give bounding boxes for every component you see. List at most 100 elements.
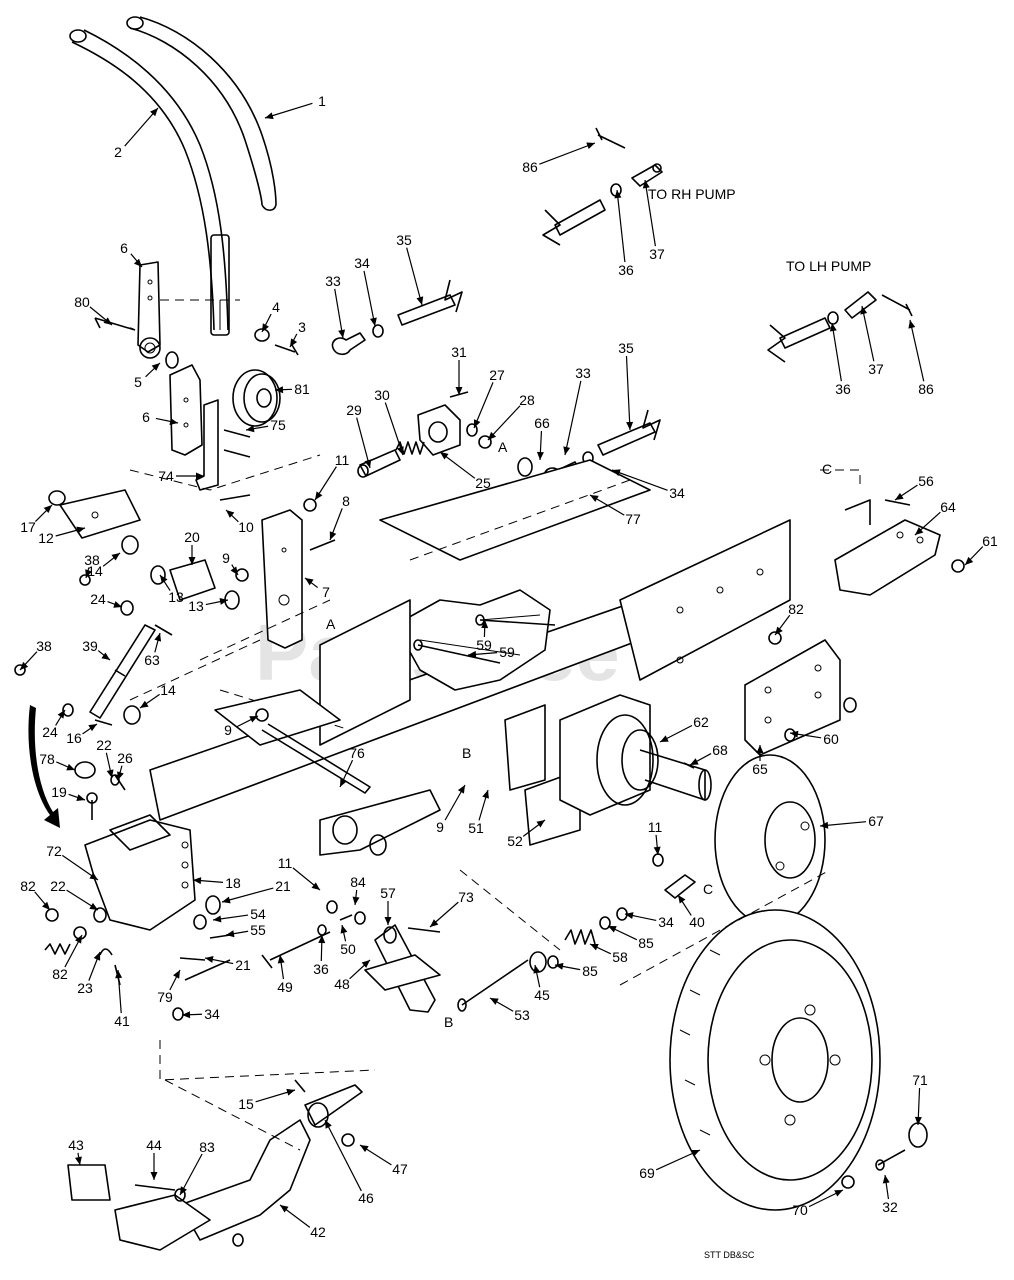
rod-to-lh-pump [767,317,831,363]
pivot-46 [304,1084,363,1128]
callout-number: 35 [618,340,634,356]
callout-61: 61 [964,533,998,566]
callout-24: 24 [90,591,123,608]
callout-7: 7 [304,577,330,600]
callout-84: 84 [350,874,366,906]
callout-number: 23 [77,980,93,996]
spring-lever [44,943,71,955]
leader-arrowhead [329,531,337,540]
callout-number: 22 [96,737,112,753]
leader-arrowhead [150,108,158,117]
callout-number: 56 [918,473,934,489]
bushing-54 [193,914,207,930]
bolt-44 [134,1184,176,1191]
callout-number: 21 [275,878,291,894]
bolt-55 [209,934,231,939]
pedal-pad-43 [67,1164,111,1201]
callout-42: 42 [279,1204,326,1240]
callout-46: 46 [324,1119,374,1206]
leader-arrowhead [536,820,545,828]
callout-number: 85 [582,963,598,979]
callout-number: 5 [134,374,142,390]
bolt-10 [219,494,251,501]
callout-77: 77 [589,494,641,527]
plate-6-lower [169,364,203,456]
leader-arrowhead [42,901,50,910]
leader-line [221,887,274,903]
callout-34: 34 [624,912,674,930]
callout-59: 59 [467,644,515,660]
leader-arrowhead [117,771,124,780]
leader-arrowhead [76,794,85,801]
callout-53: 53 [489,997,530,1023]
callout-number: 34 [669,485,685,501]
spring-58 [564,929,596,945]
leader-line [616,189,626,263]
leader-line [611,469,668,491]
bracket-25 [417,404,461,456]
callout-number: 60 [823,731,839,747]
callout-number: 64 [940,499,956,515]
callout-number: 10 [238,519,254,535]
leader-arrowhead [106,769,114,778]
callout-22: 22 [96,737,114,779]
bracket-12 [59,489,141,539]
callout-number: 81 [294,381,310,397]
callout-number: 31 [451,344,467,360]
callout-78: 78 [39,751,76,771]
leader-arrowhead [340,925,348,934]
callout-number: 41 [114,1013,130,1029]
leader-arrowhead [101,652,110,660]
callout-number: 9 [222,550,230,566]
bolt-59a [475,614,556,626]
callout-40: 40 [677,894,705,930]
callout-number: 11 [648,819,663,835]
rod-end-33a [331,332,366,356]
bolt-86b [881,294,913,317]
nut-83a [174,1188,186,1202]
leader-arrowhead [305,578,314,586]
leader-arrowhead [113,601,122,608]
lug-nut-71 [908,1122,928,1148]
callout-59: 59 [476,619,492,653]
leader-line [473,382,494,429]
pivot-21a [205,895,221,915]
callout-number: 36 [313,961,329,977]
callout-75: 75 [245,417,286,433]
callout-number: 44 [146,1137,162,1153]
callout-36: 36 [829,322,851,397]
callout-83: 83 [179,1139,215,1196]
callout-number: 59 [499,644,515,660]
leader-arrowhead [834,1190,843,1197]
callout-number: 85 [638,935,654,951]
guide-lines [129,299,861,1151]
leader-arrowhead [85,569,92,578]
callout-58: 58 [589,943,628,965]
callout-number: 54 [250,906,266,922]
callout-number: 47 [392,1161,408,1177]
stud-32 [875,1149,906,1171]
leader-arrowhead [590,943,599,951]
leader-arrowhead [173,970,180,979]
callout-51: 51 [468,789,489,836]
leader-arrowhead [20,661,29,670]
callout-37: 37 [860,305,884,377]
callout-11: 11 [278,855,321,891]
callout-82: 82 [774,601,804,636]
bolt-86a [595,127,626,149]
leader-arrowhead [690,758,699,765]
callout-15: 15 [238,1088,296,1112]
spring-30 [395,441,425,455]
callout-6: 6 [120,240,143,268]
callout-number: 66 [534,415,550,431]
nut-4 [254,328,270,342]
callout-76: 76 [339,745,365,788]
callout-number: 71 [912,1072,928,1088]
leader-arrowhead [318,935,326,944]
callout-number: 73 [458,889,474,905]
callout-number: 20 [184,529,200,545]
callout-54: 54 [212,906,266,923]
nut-83b [232,1233,244,1247]
plate-65 [744,639,841,756]
